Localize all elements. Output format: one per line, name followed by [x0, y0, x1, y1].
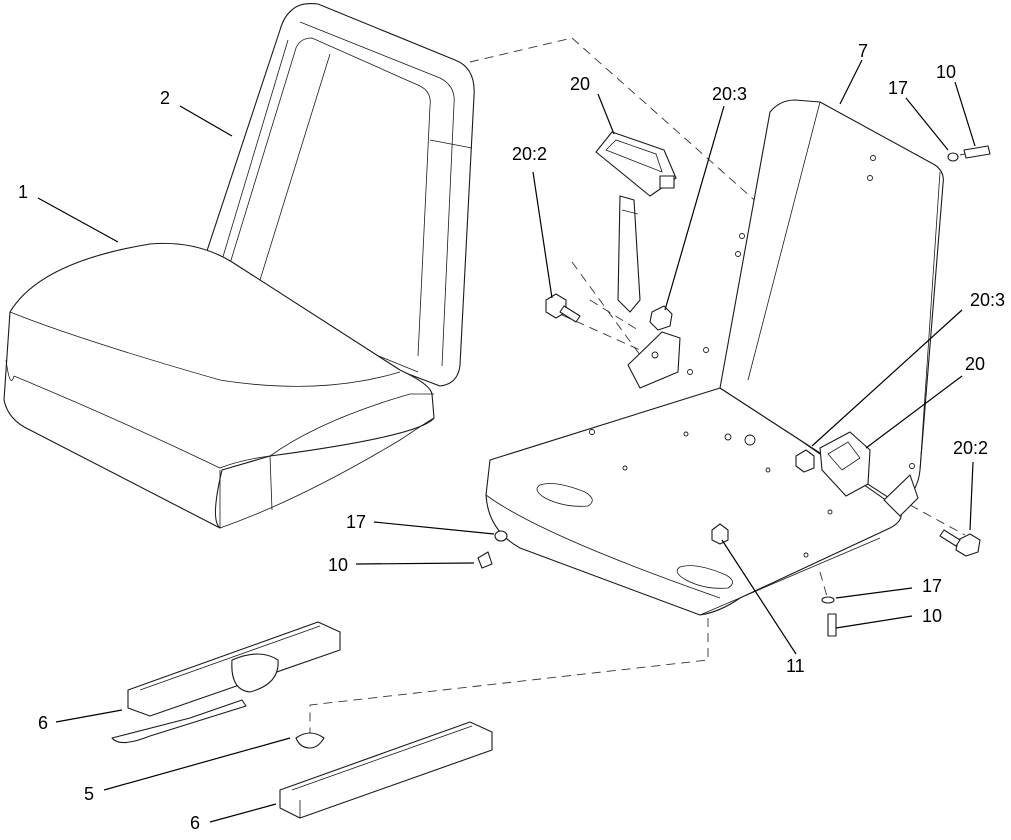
- seat-rubber-bumper: [295, 732, 325, 749]
- seat-washer-bolt-right: [821, 596, 837, 637]
- callout-20-upper: 20: [570, 74, 590, 94]
- seat-belt-buckle-lower: [819, 431, 871, 497]
- callout-20-3-lower: 20:3: [970, 290, 1005, 310]
- callout-10-left: 10: [328, 555, 348, 575]
- leader-lines: [37, 59, 976, 823]
- callout-20-3-upper: 20:3: [712, 84, 747, 104]
- seat-belt-nut-left: [649, 305, 673, 331]
- seat-slide-rail-upper: [111, 621, 341, 744]
- callout-6-upper: 6: [38, 713, 48, 733]
- callout-2: 2: [160, 88, 170, 108]
- callout-20-lower: 20: [965, 354, 985, 374]
- callout-7: 7: [858, 41, 868, 61]
- seat-washer-bolt-left: [477, 530, 508, 569]
- callout-10-top: 10: [936, 62, 956, 82]
- callout-17-left: 17: [346, 512, 366, 532]
- seat-pan-frame: [485, 99, 944, 616]
- callout-17-right: 17: [922, 576, 942, 596]
- callout-10-right: 10: [922, 606, 942, 626]
- callout-17-top: 17: [888, 78, 908, 98]
- seat-belt-bolt-right: [939, 529, 981, 557]
- callout-11: 11: [786, 656, 805, 676]
- seat-back-washer-bolt: [947, 145, 991, 162]
- callout-1: 1: [18, 182, 28, 202]
- seat-bottom-cushion: [3, 242, 435, 529]
- seat-slide-rail-lower: [279, 721, 493, 819]
- seat-belt-bolt-left: [545, 293, 581, 323]
- callout-6-lower: 6: [190, 813, 200, 833]
- seat-pan-nut: [711, 523, 729, 545]
- seat-belt-nut-right: [795, 449, 815, 473]
- callout-20-2-left: 20:2: [512, 144, 547, 164]
- seat-belt-buckle-upper: [595, 131, 677, 313]
- callout-20-2-right: 20:2: [953, 438, 988, 458]
- callout-labels: 1 2 20 20:3 20:2 7 17 10 20:3 20 20:2 17…: [18, 41, 1005, 833]
- callout-5: 5: [84, 784, 94, 804]
